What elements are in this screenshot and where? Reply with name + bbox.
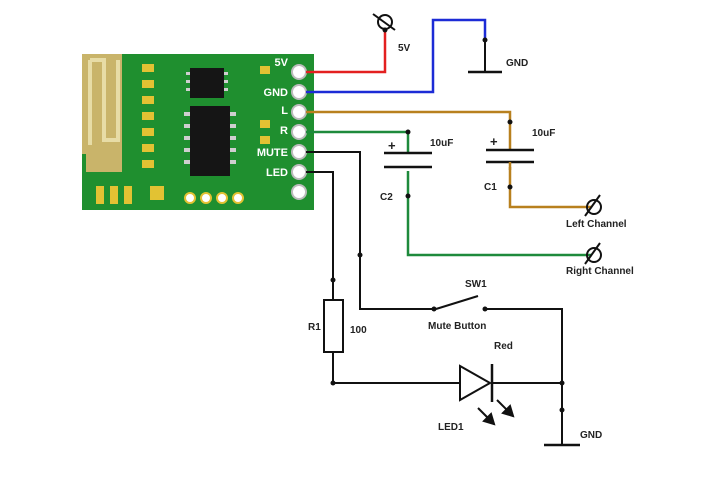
c2-value: 10uF (430, 138, 453, 149)
ground-symbol-top: GND (468, 40, 528, 74)
wire-switch-gnd (485, 308, 563, 445)
pin-label-5v: 5V (275, 57, 289, 69)
audio-module: 5V GND L R MUTE LED (82, 54, 314, 210)
pin-pads (291, 64, 307, 200)
pin-label-mute: MUTE (257, 147, 288, 159)
c1-polarity: + (490, 134, 498, 149)
led-led1: Red LED1 (438, 341, 515, 433)
right-channel-connector: Right Channel (566, 242, 634, 277)
wire-led (306, 171, 334, 300)
supply-label: 5V (398, 43, 411, 54)
pin-label-gnd: GND (264, 87, 289, 99)
wire-5v (306, 30, 387, 74)
bottom-pads (184, 192, 244, 204)
ground-symbol-bottom: GND (544, 430, 602, 447)
wire-r1-led (332, 352, 460, 384)
pin-label-l: L (281, 105, 288, 117)
capacitor-c1: + 10uF C1 (484, 128, 555, 193)
led-color: Red (494, 341, 513, 352)
left-channel-connector: Left Channel (566, 194, 627, 230)
pin-label-led: LED (266, 167, 288, 179)
amplifier-ic (184, 106, 236, 176)
pin-label-r: R (280, 125, 288, 137)
c1-value: 10uF (532, 128, 555, 139)
right-channel-label: Right Channel (566, 266, 634, 277)
antenna-trace (88, 58, 120, 145)
r1-value: 100 (350, 325, 367, 336)
r1-ref: R1 (308, 322, 321, 333)
ground-label-top: GND (506, 58, 528, 69)
c2-ref: C2 (380, 192, 393, 203)
c1-ref: C1 (484, 182, 497, 193)
left-channel-label: Left Channel (566, 219, 627, 230)
wire-mute (306, 151, 434, 310)
antenna-pad (86, 150, 122, 172)
led-ref: LED1 (438, 422, 464, 433)
switch-name: Mute Button (428, 321, 486, 332)
small-ic (186, 68, 228, 98)
wire-left-out (508, 167, 592, 209)
wire-right-out (406, 171, 592, 257)
ground-label-bottom: GND (580, 430, 602, 441)
mute-switch: SW1 Mute Button (428, 279, 487, 332)
led-emission-arrows (477, 399, 515, 426)
resistor-r1: R1 100 (308, 299, 367, 353)
switch-ref: SW1 (465, 279, 487, 290)
wire-left (306, 110, 512, 150)
capacitor-c2: + 10uF C2 (380, 138, 453, 203)
wire-gnd (306, 18, 487, 94)
c2-polarity: + (388, 138, 396, 153)
supply-5v: 5V (372, 13, 411, 54)
smd-components (96, 64, 270, 204)
junction-dots (330, 27, 565, 413)
